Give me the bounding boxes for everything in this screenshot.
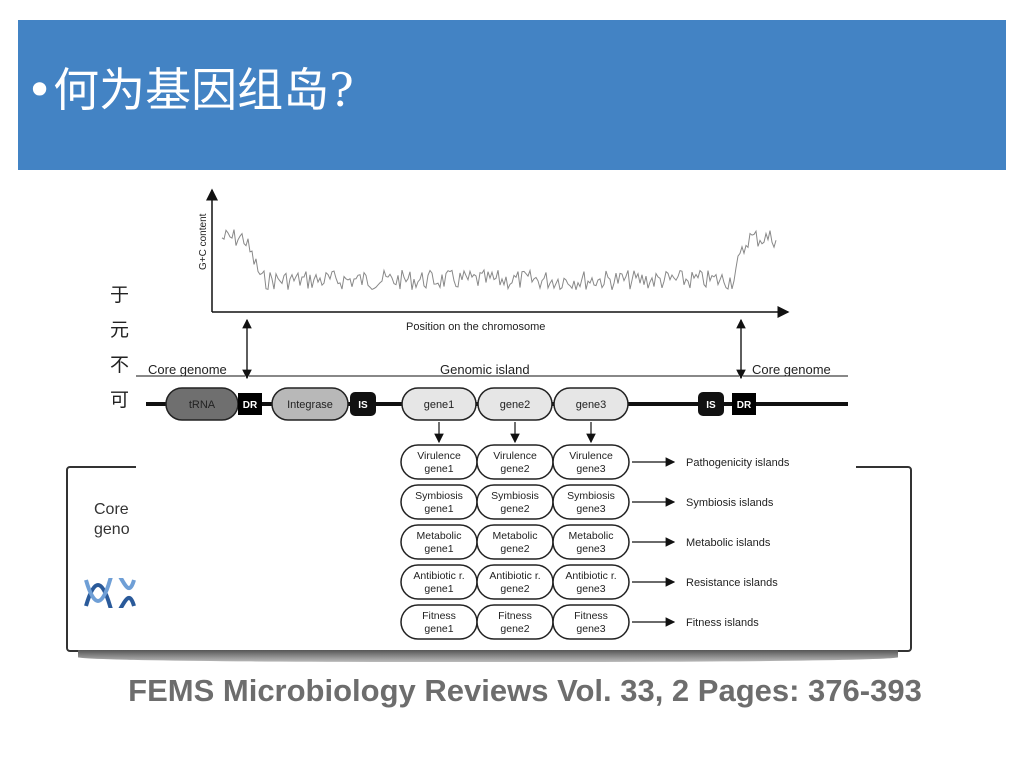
island-type-label: Resistance islands xyxy=(686,577,778,589)
gene-pill-label: Fitness xyxy=(574,610,608,622)
svg-text:DR: DR xyxy=(243,400,258,411)
gene-pill-label: gene3 xyxy=(576,623,605,635)
svg-text:tRNA: tRNA xyxy=(189,399,216,411)
gene-pill-label: gene2 xyxy=(500,623,529,635)
gene-pill-label: gene1 xyxy=(424,503,453,515)
gene-pill-label: Symbiosis xyxy=(415,490,463,502)
background-core-label: Core geno xyxy=(94,501,130,538)
gene-pill-label: gene3 xyxy=(576,503,605,515)
side-char: 于 xyxy=(110,284,130,306)
svg-text:DR: DR xyxy=(737,400,752,411)
chromosome-element-dr-right: DR xyxy=(732,393,756,415)
gene-pill-label: gene1 xyxy=(424,463,453,475)
slide-title: •何为基因组岛? xyxy=(26,63,354,117)
diagram-canvas: G+C content Position on the chromosome C… xyxy=(136,188,848,640)
gc-content-plot: G+C content Position on the chromosome xyxy=(198,188,790,333)
genomic-island-label: Genomic island xyxy=(440,362,530,377)
gene-pill-label: Symbiosis xyxy=(567,490,615,502)
gene-pill: Antibiotic r.gene2 xyxy=(476,564,554,600)
gene-pill-label: Metabolic xyxy=(493,530,538,542)
gene-pill-label: Symbiosis xyxy=(491,490,539,502)
core-genome-left-label: Core genome xyxy=(148,362,227,377)
gene-pill-label: Antibiotic r. xyxy=(489,570,540,582)
gene-pill-label: Metabolic xyxy=(417,530,462,542)
island-type-label: Pathogenicity islands xyxy=(686,457,790,469)
gene-pill-label: gene1 xyxy=(424,583,453,595)
dna-helix-icon xyxy=(84,578,136,608)
gene-pill-label: Antibiotic r. xyxy=(565,570,616,582)
island-type-label: Metabolic islands xyxy=(686,537,771,549)
chromosome-element-is-right: IS xyxy=(698,392,724,416)
gene-pill-label: gene2 xyxy=(500,543,529,555)
chromosome-element-integrase: Integrase xyxy=(271,387,349,421)
gene-pill-label: gene3 xyxy=(576,583,605,595)
svg-text:gene1: gene1 xyxy=(424,399,455,411)
genomic-island-diagram: G+C content Position on the chromosome C… xyxy=(136,180,856,640)
gene-pill-label: gene2 xyxy=(500,463,529,475)
gene-pill-label: gene2 xyxy=(500,503,529,515)
island-type-label: Fitness islands xyxy=(686,617,759,629)
gene-pill: Antibiotic r.gene1 xyxy=(400,564,478,600)
gene-pill: Antibiotic r.gene3 xyxy=(552,564,630,600)
gene-pill-label: Virulence xyxy=(417,450,461,462)
chromosome-element-gene1: gene1 xyxy=(401,387,477,421)
gene-pill-label: gene3 xyxy=(576,463,605,475)
svg-text:gene2: gene2 xyxy=(500,399,531,411)
gene-pill-label: Metabolic xyxy=(569,530,614,542)
chromosome-element-gene3: gene3 xyxy=(553,387,629,421)
gene-pill-label: gene1 xyxy=(424,623,453,635)
svg-text:gene3: gene3 xyxy=(576,399,607,411)
chromosome-element-is-left: IS xyxy=(350,392,376,416)
gene-rows: Virulencegene1Virulencegene2Virulencegen… xyxy=(400,444,790,640)
citation-text: FEMS Microbiology Reviews Vol. 33, 2 Pag… xyxy=(128,673,922,708)
y-axis-label: G+C content xyxy=(198,213,209,270)
side-char: 可 xyxy=(110,389,130,411)
gene-pill-label: gene3 xyxy=(576,543,605,555)
svg-text:Integrase: Integrase xyxy=(287,399,333,411)
side-char: 元 xyxy=(110,319,130,341)
gc-content-trace xyxy=(221,229,777,291)
gene-pill-label: Fitness xyxy=(498,610,532,622)
gene-pill-label: Virulence xyxy=(569,450,613,462)
chromosome-element-dr-left: DR xyxy=(238,393,262,415)
gene-pill-label: Antibiotic r. xyxy=(413,570,464,582)
side-text-column: 于 元 不 可 xyxy=(110,278,136,418)
svg-text:IS: IS xyxy=(706,400,716,411)
side-char: 不 xyxy=(110,354,130,376)
core-genome-right-label: Core genome xyxy=(752,362,831,377)
chromosome-element-trna: tRNA xyxy=(165,387,239,421)
gene-pill-label: Virulence xyxy=(493,450,537,462)
svg-text:IS: IS xyxy=(358,400,368,411)
x-axis-label: Position on the chromosome xyxy=(406,321,545,333)
chromosome-element-gene2: gene2 xyxy=(477,387,553,421)
gene-pill-label: Fitness xyxy=(422,610,456,622)
gene-pill-label: gene1 xyxy=(424,543,453,555)
island-type-label: Symbiosis islands xyxy=(686,497,774,509)
background-figure-shadow xyxy=(78,650,898,662)
title-banner xyxy=(18,20,1006,170)
gene-pill-label: gene2 xyxy=(500,583,529,595)
